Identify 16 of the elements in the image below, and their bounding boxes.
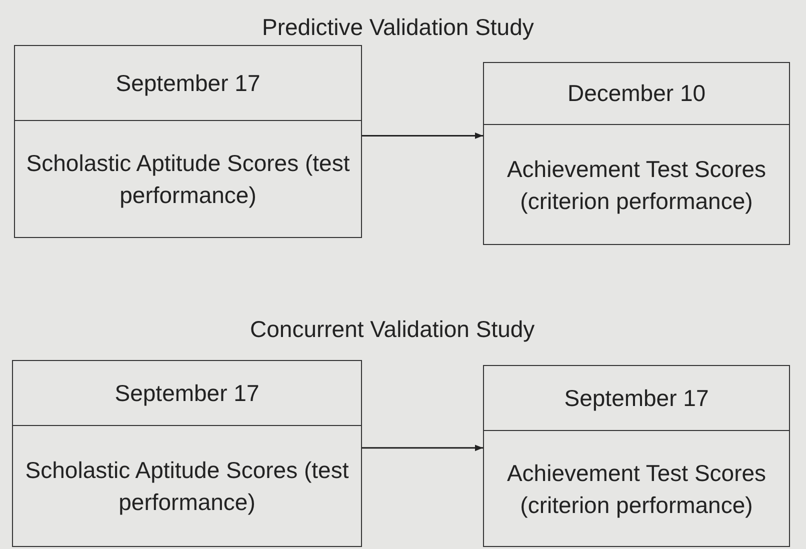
date-heading: December 10 [484, 63, 789, 125]
process-box [14, 45, 362, 238]
section-title: Concurrent Validation Study [250, 316, 535, 343]
process-box [483, 62, 790, 245]
section-title: Predictive Validation Study [262, 14, 534, 41]
box-text: Scholastic Aptitude Scores (test performance) [24, 456, 350, 517]
process-box [483, 365, 790, 547]
arrow [362, 444, 483, 452]
date-heading: September 17 [484, 366, 789, 431]
process-box [12, 360, 362, 547]
arrow [362, 132, 483, 139]
box-text: Achievement Test Scores (criterion performance) [506, 154, 768, 216]
box-text: Scholastic Aptitude Scores (test performance) [25, 149, 351, 210]
date-heading: September 17 [13, 361, 361, 426]
box-text: Achievement Test Scores (criterion performance) [506, 458, 768, 520]
date-heading: September 17 [15, 46, 361, 121]
